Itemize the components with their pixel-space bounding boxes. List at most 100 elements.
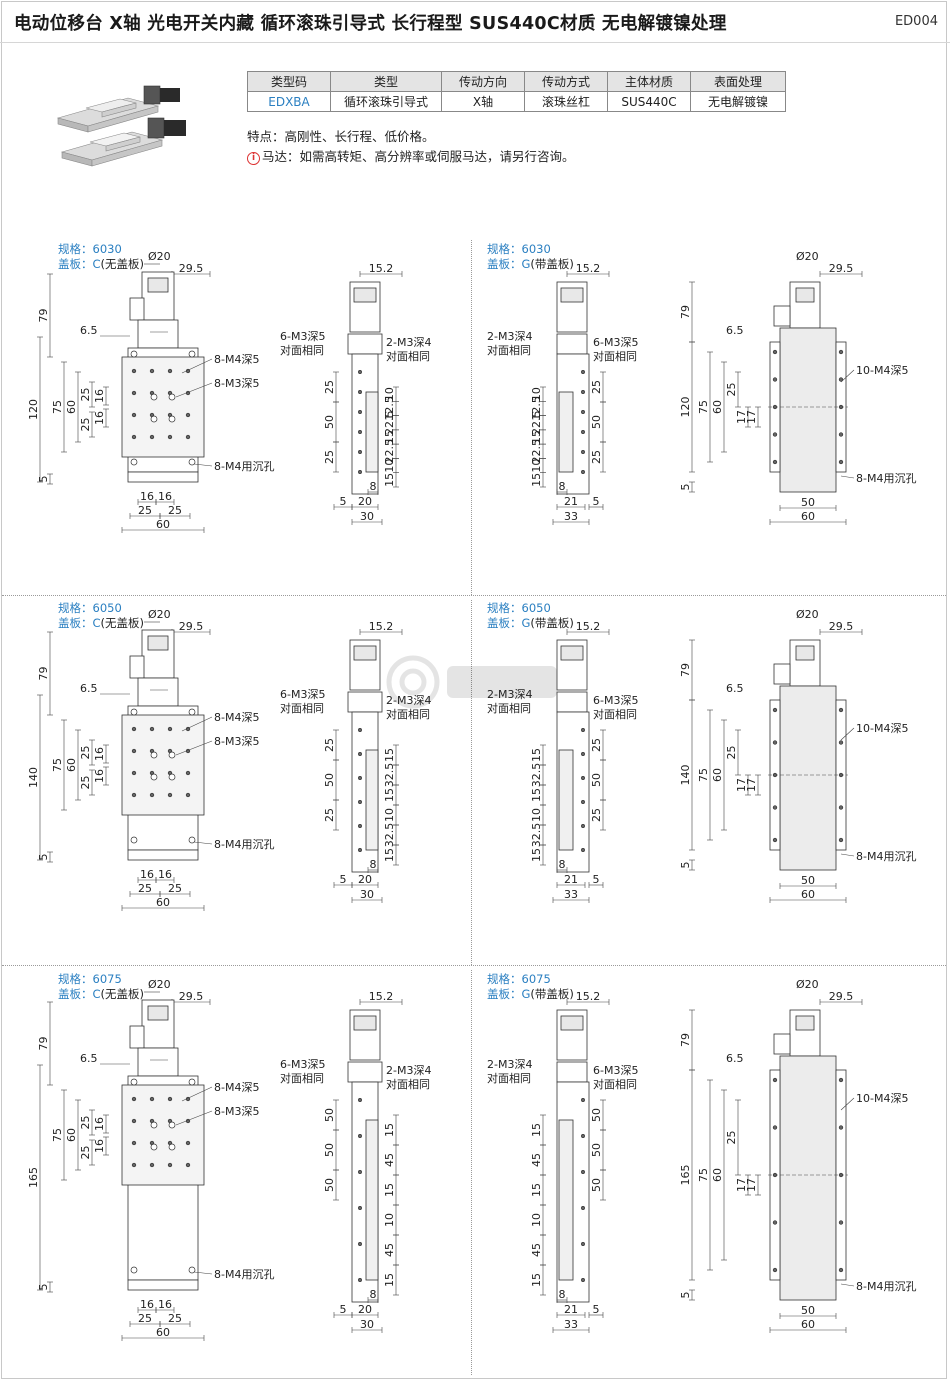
note-side-opposite: 对面相同 (593, 707, 637, 721)
dim-25-label: 25 (79, 418, 92, 432)
dim-50-label: 50 (801, 496, 815, 509)
dim-60-bottom-label: 60 (801, 1318, 815, 1331)
counterbore-hole (188, 708, 196, 716)
side-dim-label: 15 (530, 1183, 543, 1197)
dim-5-side-label: 5 (340, 495, 347, 508)
cover-key: 盖板： (487, 616, 522, 630)
cover-desc: (带盖板) (530, 257, 574, 271)
center-hole (150, 1143, 158, 1151)
mounting-hole (149, 434, 155, 440)
coupling-side (347, 1061, 383, 1083)
height-79-label: 79 (679, 1033, 692, 1047)
center-hole (168, 1121, 176, 1129)
side-hole (772, 1125, 778, 1130)
spec-label-6030-c: 规格：6030 盖板：C(无盖板) (58, 242, 144, 272)
dim-16-bottom-label: 16 (140, 490, 154, 503)
side-hole (358, 470, 362, 474)
dim-20-label: 20 (358, 495, 372, 508)
note-side-m3-4: 2-M3深4 (487, 330, 532, 343)
dim-60-bottom-label: 60 (156, 896, 170, 909)
side-hole (358, 430, 362, 434)
leader-line (193, 841, 213, 845)
dim-25-bottom-label: 25 (138, 882, 152, 895)
dim-21-label: 21 (564, 873, 578, 886)
coupling-housing (137, 319, 179, 349)
motor-connector (795, 1015, 815, 1031)
side-dim-label: 15 (383, 848, 396, 862)
end-block (127, 849, 199, 861)
body-length-label: 120 (679, 397, 692, 418)
dim-25-label: 25 (79, 1146, 92, 1160)
dim-16-bottom-label: 16 (140, 1298, 154, 1311)
side-dim-label: 15 (530, 1123, 543, 1137)
flange-label: 6.5 (80, 1052, 98, 1065)
note-side-opposite: 对面相同 (487, 701, 531, 715)
side-dim-label: 50 (590, 1143, 603, 1157)
dim-25-label: 25 (725, 1131, 738, 1145)
note-side-m3-4: 2-M3深4 (487, 1058, 532, 1071)
cover-key: 盖板： (487, 257, 522, 271)
mounting-hole (131, 1162, 137, 1168)
motor-offset-label: 29.5 (179, 262, 204, 275)
info-icon: i (247, 152, 260, 165)
side-dim-label: 22.5 (530, 410, 543, 435)
side-dim-label: 10 (530, 459, 543, 473)
mounting-hole (185, 792, 191, 798)
side-hole (581, 450, 585, 454)
dim-60-label: 60 (65, 758, 78, 772)
motor-diameter-label: Ø20 (796, 250, 819, 263)
note-side-m3: 6-M3深5 (280, 688, 325, 701)
column-divider (471, 600, 472, 965)
side-dim-label: 15 (383, 1123, 396, 1137)
mounting-hole (131, 368, 137, 374)
dim-8-label: 8 (559, 1288, 566, 1301)
dim-30-label: 30 (360, 510, 374, 523)
leader-line (181, 716, 213, 732)
mounting-hole (131, 1096, 137, 1102)
dim-25-label: 25 (79, 388, 92, 402)
spec-cell-type-code[interactable]: EDXBA (247, 91, 331, 112)
side-dim-label: 50 (590, 773, 603, 787)
motor-offset-label: 29.5 (179, 620, 204, 633)
side-hole (838, 1220, 844, 1225)
side-hole (772, 459, 778, 465)
dim-25-bottom-label: 25 (168, 504, 182, 517)
side-hole (581, 752, 585, 756)
dim-8-label: 8 (559, 858, 566, 871)
mounting-hole (167, 792, 173, 798)
dim-30-label: 30 (360, 1318, 374, 1331)
center-hole (168, 773, 176, 781)
body-length-label: 140 (27, 767, 40, 788)
dim-25-bottom-label: 25 (168, 1312, 182, 1325)
dim-16-label: 16 (93, 747, 106, 761)
note-side-opposite: 对面相同 (280, 701, 324, 715)
coupling-housing (137, 677, 179, 707)
carriage-side (365, 749, 379, 851)
dim-5-side-label: 5 (340, 1303, 347, 1316)
dim-33-label: 33 (564, 888, 578, 901)
mounting-hole (131, 792, 137, 798)
spec-label-6075-g: 规格：6075 盖板：G(带盖板) (487, 972, 574, 1002)
mounting-hole (131, 434, 137, 440)
dim-25-label: 25 (725, 746, 738, 760)
side-dim-label: 50 (323, 1108, 336, 1122)
mounting-hole (185, 412, 191, 418)
side-hole (838, 459, 844, 465)
side-dim-label: 45 (383, 1153, 396, 1167)
body-length-label: 140 (679, 765, 692, 786)
motor-diameter-label: Ø20 (796, 978, 819, 991)
row-divider (2, 595, 946, 596)
spec-cell: SUS440C (607, 91, 691, 112)
dim-60-label: 60 (711, 768, 724, 782)
side-hole (772, 740, 778, 745)
side-dim-label: 15 (530, 430, 543, 444)
carriage-side (558, 749, 574, 851)
side-hole (838, 805, 844, 810)
dim-16-label: 16 (93, 1139, 106, 1153)
side-dim-label: 45 (530, 1153, 543, 1167)
side-dim-label: 15 (383, 1273, 396, 1287)
side-dim-label: 15 (383, 430, 396, 444)
side-dim-label: 50 (323, 415, 336, 429)
side-hole (838, 707, 844, 713)
